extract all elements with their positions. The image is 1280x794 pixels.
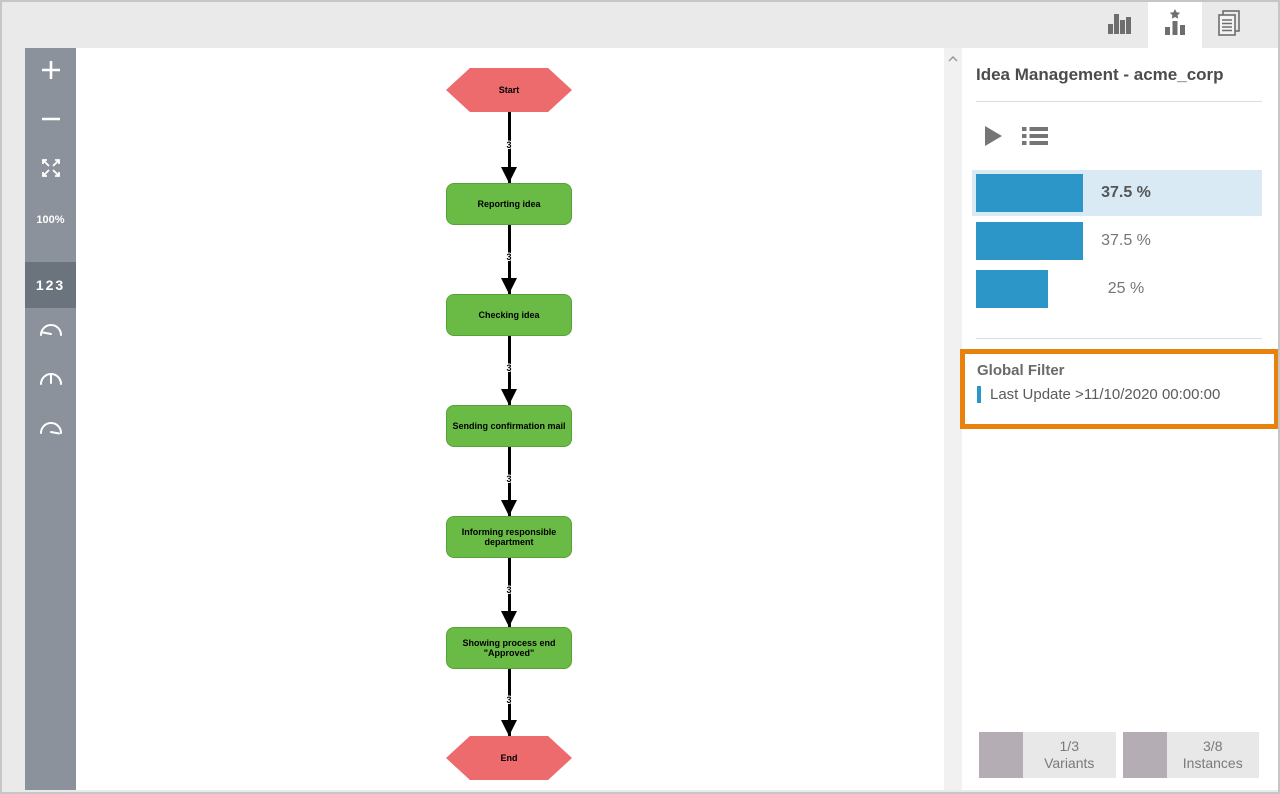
gauge-high-button[interactable] <box>25 406 76 455</box>
node-label: Showing process end "Approved" <box>462 638 556 658</box>
filter-color-chip <box>977 386 981 403</box>
edge-frequency-label: 3 <box>506 473 512 484</box>
node-label: Checking idea <box>478 310 540 320</box>
panel-toolbar <box>983 124 1048 148</box>
zoom-level: 100% <box>36 213 65 226</box>
edge-arrow: 3 <box>501 447 517 516</box>
gauge-mid-icon <box>38 368 64 395</box>
edge-arrow: 3 <box>501 558 517 627</box>
variant-bar <box>976 174 1084 212</box>
node-label: Start <box>498 85 520 95</box>
zoom-in-button[interactable] <box>25 48 76 97</box>
divider <box>976 101 1262 102</box>
node-label: Reporting idea <box>477 199 541 209</box>
vertical-scrollbar[interactable] <box>944 48 962 790</box>
variant-percentage: 25 % <box>1107 280 1145 297</box>
variant-frequency-chart: 37.5 % 37.5 % 25 % <box>976 170 1262 314</box>
variant-row-3[interactable]: 25 % <box>976 266 1262 312</box>
variants-button-icon <box>979 732 1023 778</box>
node-label: Sending confirmation mail <box>452 421 566 431</box>
tab-reports[interactable] <box>1202 2 1256 48</box>
gauge-low-button[interactable] <box>25 308 76 357</box>
gauge-high-icon <box>38 417 64 444</box>
scroll-up-icon <box>948 48 958 790</box>
filter-label: Last Update >11/10/2020 00:00:00 <box>990 386 1221 403</box>
node-label: Informing responsible department <box>461 527 557 547</box>
bar-chart-icon <box>1106 10 1136 41</box>
instances-label: Instances <box>1182 755 1243 771</box>
edge-frequency-label: 3 <box>506 251 512 262</box>
variants-label: Variants <box>1044 755 1095 771</box>
analysis-panel: Idea Management - acme_corp 37.5 %37.5 %… <box>960 48 1278 790</box>
variant-list-button[interactable] <box>1022 125 1048 147</box>
topbar <box>2 2 1278 48</box>
variants-count: 1/3 <box>1059 737 1079 754</box>
node-sending-confirmation-mail[interactable]: Sending confirmation mail <box>446 405 572 447</box>
minus-icon <box>39 107 63 136</box>
edge-arrow: 3 <box>501 669 517 736</box>
variant-percentage: 37.5 % <box>1101 232 1151 249</box>
variant-percentage: 37.5 % <box>1101 184 1151 201</box>
zoom-out-button[interactable] <box>25 97 76 146</box>
node-checking-idea[interactable]: Checking idea <box>446 294 572 336</box>
tab-starred-analysis[interactable] <box>1148 2 1202 48</box>
analysis-title: Idea Management - acme_corp <box>976 65 1224 84</box>
edge-frequency-label: 3 <box>506 362 512 373</box>
node-informing-responsible-department[interactable]: Informing responsible department <box>446 516 572 558</box>
edge-frequency-label: 3 <box>506 694 512 705</box>
variant-bar <box>976 270 1048 308</box>
instances-count: 3/8 <box>1203 737 1223 754</box>
view-tabs <box>1094 2 1256 48</box>
node-end[interactable]: End <box>446 736 572 780</box>
node-showing-process-end-approved[interactable]: Showing process end "Approved" <box>446 627 572 669</box>
canvas-toolbar: 100% 123 <box>25 48 76 790</box>
global-filter-item[interactable]: Last Update >11/10/2020 00:00:00 <box>977 386 1266 403</box>
fit-to-screen-icon <box>40 157 62 184</box>
document-icon <box>1216 9 1242 42</box>
play-button[interactable] <box>983 124 1004 148</box>
plus-icon <box>39 58 63 87</box>
divider <box>976 338 1262 339</box>
variant-row-1[interactable]: 37.5 % <box>976 170 1262 216</box>
global-filter-title: Global Filter <box>977 362 1065 379</box>
global-filter-box: Global Filter Last Update >11/10/2020 00… <box>960 349 1278 429</box>
edge-arrow: 3 <box>501 225 517 294</box>
node-start[interactable]: Start <box>446 68 572 112</box>
variant-bar <box>976 222 1084 260</box>
node-reporting-idea[interactable]: Reporting idea <box>446 183 572 225</box>
instances-button-icon <box>1122 732 1167 778</box>
edge-frequency-label: 3 <box>506 139 512 150</box>
edge-arrow: 3 <box>501 336 517 405</box>
gauge-mid-button[interactable] <box>25 357 76 406</box>
star-chart-icon <box>1161 8 1189 42</box>
fit-to-screen-button[interactable] <box>25 146 76 195</box>
edge-arrow: 3 <box>501 112 517 183</box>
tab-charts[interactable] <box>1094 2 1148 48</box>
edge-frequency-label: 3 <box>506 584 512 595</box>
node-label: End <box>500 753 518 763</box>
gauge-low-icon <box>38 319 64 346</box>
variant-row-2[interactable]: 37.5 % <box>976 218 1262 264</box>
case-count-button[interactable]: 123 <box>25 262 76 308</box>
